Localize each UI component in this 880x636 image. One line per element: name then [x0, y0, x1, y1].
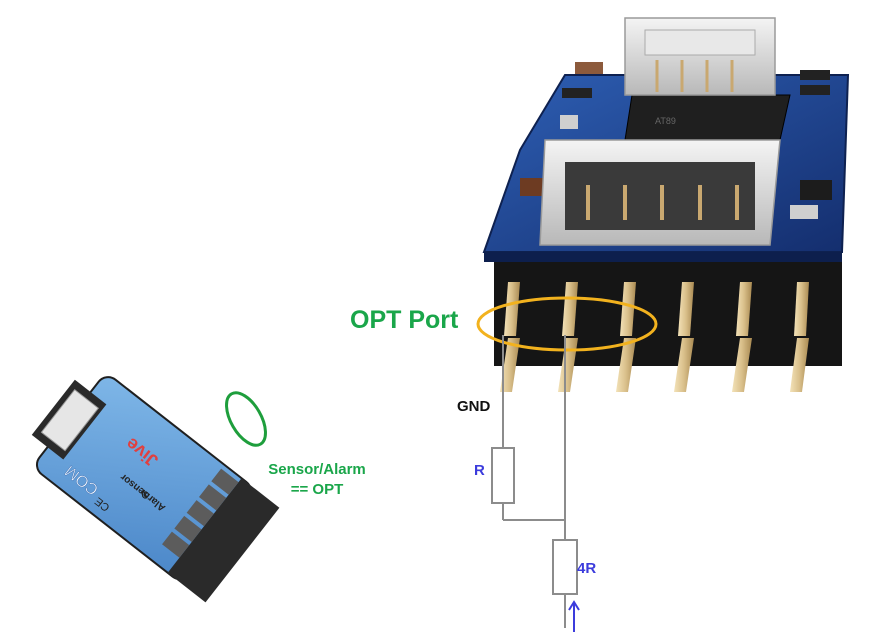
- resistor-r-label: R: [474, 462, 485, 479]
- circuit-wires: [502, 335, 566, 628]
- capacitor: [575, 62, 603, 74]
- opt-port-label: OPT Port: [350, 306, 459, 334]
- sensor-port-highlight: [225, 391, 267, 447]
- ic-small: [800, 180, 832, 200]
- capacitor: [520, 178, 546, 196]
- resistor-4r-label: 4R: [577, 560, 597, 577]
- resistor-array: [800, 70, 830, 80]
- arrow-up-icon: [568, 600, 580, 632]
- chip: [624, 94, 791, 141]
- chip-marking: AT89: [655, 116, 676, 126]
- pcb-module: AT89: [482, 17, 850, 392]
- gnd-label: GND: [457, 398, 491, 415]
- sensor-alarm-label: Sensor/Alarm == OPT: [262, 460, 372, 500]
- resistor-array: [562, 88, 592, 98]
- opt-port-highlight: [476, 296, 658, 352]
- top-connector-pins: [655, 60, 734, 92]
- smd-component: [560, 115, 578, 129]
- pin-header-base: [494, 252, 842, 366]
- jive-wire-strip: [162, 468, 239, 558]
- resistor-4r: [552, 539, 578, 595]
- jive-connector: [31, 379, 107, 460]
- resistor-r: [491, 447, 515, 504]
- header-pins-lower: [500, 338, 809, 392]
- front-connector-pins: [586, 185, 739, 220]
- jive-device: Jive Sensor Alarm COM CE: [31, 376, 280, 603]
- header-pins-upper: [504, 282, 809, 336]
- sensor-alarm-line1: Sensor/Alarm: [268, 461, 366, 478]
- smd-component: [790, 205, 818, 219]
- resistor-array: [800, 85, 830, 95]
- sensor-alarm-line2: == OPT: [290, 481, 344, 498]
